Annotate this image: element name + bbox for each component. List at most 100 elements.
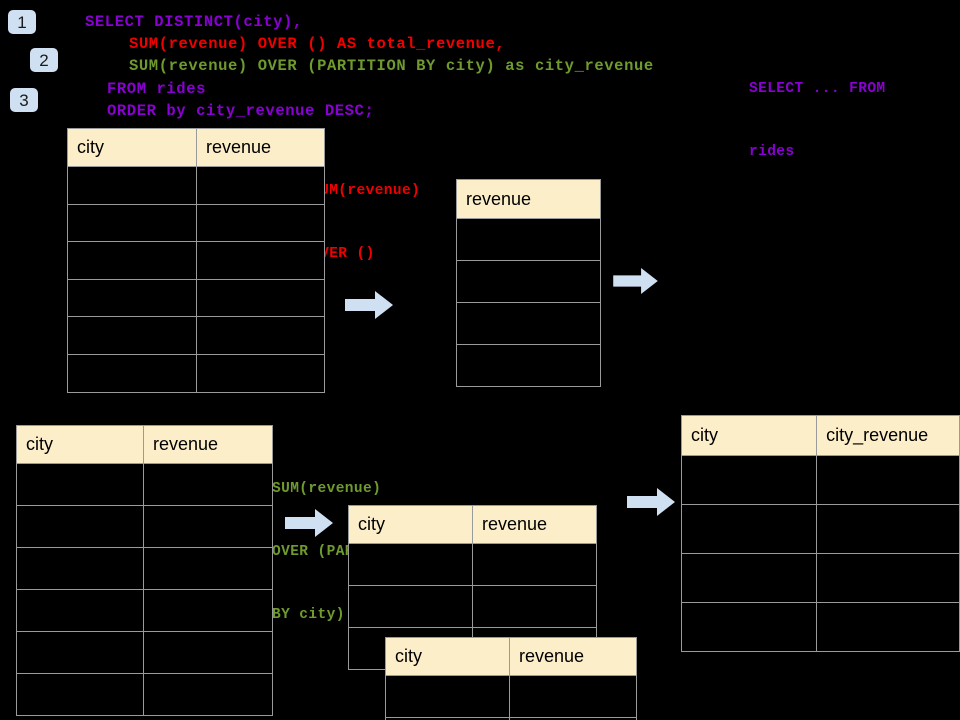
column-header-revenue: revenue (143, 425, 273, 464)
cell-city (67, 354, 197, 393)
table-partition-b: city revenue (385, 637, 637, 720)
table-row (456, 218, 601, 261)
table-row (456, 260, 601, 303)
table-row (16, 505, 273, 548)
cell-revenue (143, 673, 273, 716)
cell-city (680, 504, 818, 554)
annotation-select-from: SELECT ... FROM rides (749, 37, 886, 205)
table-source-top: city revenue (67, 128, 325, 393)
column-header-city-revenue: city_revenue (816, 415, 960, 456)
cell-city (16, 505, 144, 548)
table-row (67, 354, 325, 393)
table-source-bottom: city revenue (16, 425, 273, 716)
cell-city (67, 204, 197, 242)
column-header-city: city (67, 128, 197, 167)
cell-revenue (196, 166, 325, 205)
cell-revenue (143, 463, 273, 506)
cell-revenue (509, 717, 637, 720)
cell-revenue (196, 354, 325, 393)
table-row (67, 166, 325, 205)
cell-city (16, 589, 144, 632)
table-header-row: city revenue (67, 128, 325, 167)
sql-line-5: ORDER by city_revenue DESC; (107, 102, 375, 120)
step-badge-1-label: 1 (17, 12, 27, 32)
cell-city (16, 631, 144, 674)
sql-line-4: FROM rides (107, 80, 207, 98)
annotation-sum-over-empty-line-2: OVER () (311, 246, 375, 262)
cell-city (16, 463, 144, 506)
annotation-sum-over-partition-line-1: SUM(revenue) (272, 481, 382, 497)
table-body (385, 675, 637, 720)
cell-revenue (196, 241, 325, 280)
cell-city (67, 166, 197, 205)
annotation-sum-over-partition-line-3: BY city) (272, 607, 345, 623)
table-header-row: city revenue (385, 637, 637, 676)
step-badge-3-label: 3 (19, 90, 29, 110)
cell-city-revenue (816, 455, 960, 505)
column-header-revenue: revenue (509, 637, 637, 676)
table-result: city city_revenue (680, 415, 960, 652)
cell-city (680, 602, 818, 652)
cell-revenue (456, 302, 601, 345)
table-body (456, 218, 601, 387)
sql-line-1: SELECT DISTINCT(city), (85, 13, 303, 31)
annotation-sum-over-empty-line-1: SUM(revenue) (311, 183, 421, 199)
cell-city (67, 316, 197, 355)
annotation-select-from-line-1: SELECT ... FROM (749, 81, 886, 97)
cell-city (67, 241, 197, 280)
cell-revenue (196, 204, 325, 242)
step-badge-1[interactable]: 1 (8, 10, 36, 34)
cell-revenue (143, 547, 273, 590)
cell-revenue (196, 279, 325, 317)
table-row (680, 455, 960, 505)
arrow-total-to-result-top-icon (613, 268, 658, 294)
table-header-row: city city_revenue (680, 415, 960, 456)
table-row (16, 547, 273, 590)
table-body (16, 463, 273, 716)
cell-city-revenue (816, 602, 960, 652)
cell-city (16, 547, 144, 590)
table-row (67, 241, 325, 280)
cell-revenue (143, 589, 273, 632)
table-row (456, 344, 601, 387)
cell-revenue (196, 316, 325, 355)
arrow-partition-to-result-icon (627, 488, 675, 516)
table-row (680, 602, 960, 652)
cell-city (680, 455, 818, 505)
step-badge-3[interactable]: 3 (10, 88, 38, 112)
table-row (67, 316, 325, 355)
cell-city-revenue (816, 553, 960, 603)
cell-city (680, 553, 818, 603)
cell-city (16, 673, 144, 716)
table-total-revenue: revenue (456, 179, 601, 387)
annotation-select-from-line-2: rides (749, 144, 795, 160)
cell-city (348, 585, 473, 628)
cell-revenue (472, 543, 597, 586)
table-body (67, 166, 325, 393)
arrow-source-to-partition-icon (285, 509, 333, 537)
cell-city (385, 675, 510, 718)
column-header-city: city (16, 425, 144, 464)
table-row (348, 543, 597, 586)
column-header-city: city (348, 505, 473, 544)
cell-city-revenue (816, 504, 960, 554)
cell-revenue (456, 344, 601, 387)
cell-city (67, 279, 197, 317)
column-header-revenue: revenue (472, 505, 597, 544)
arrow-source-to-total-icon (345, 291, 393, 319)
column-header-city: city (385, 637, 510, 676)
table-row (16, 631, 273, 674)
sql-line-3: SUM(revenue) OVER (PARTITION BY city) as… (129, 57, 654, 75)
cell-revenue (143, 505, 273, 548)
cell-revenue (143, 631, 273, 674)
table-row (385, 675, 637, 718)
table-row (385, 717, 637, 720)
table-row (67, 204, 325, 242)
cell-city (348, 543, 473, 586)
table-header-row: city revenue (348, 505, 597, 544)
table-row (348, 585, 597, 628)
table-header-row: city revenue (16, 425, 273, 464)
cell-revenue (472, 585, 597, 628)
step-badge-2[interactable]: 2 (30, 48, 58, 72)
